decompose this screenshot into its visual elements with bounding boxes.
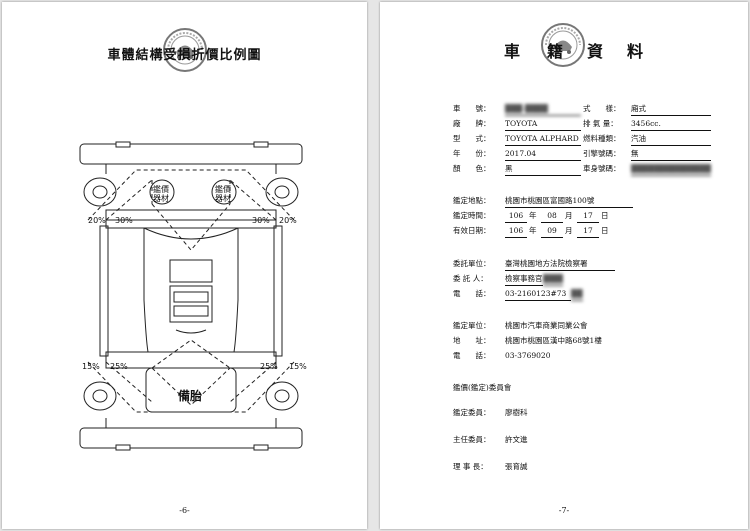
- client-phone-label: 電 話：: [453, 289, 491, 298]
- style-value: 廂式: [631, 103, 711, 116]
- right-document-page: 車 籍 資 料 車 號： ███-████ 式 樣： 廂式 廠 牌： TOYOT…: [380, 2, 748, 529]
- valid-month-unit: 月: [565, 226, 573, 235]
- page-number: -6-: [179, 506, 190, 515]
- title-char-3: 資: [587, 42, 604, 61]
- appraiser-phone-value: 03-3769020: [505, 351, 551, 360]
- director-value: 張育誠: [505, 462, 528, 471]
- client-phone-value: 03-2160123#73: [505, 288, 571, 301]
- title-char-1: 車: [504, 42, 521, 61]
- time-year: 106: [505, 210, 527, 223]
- page-title: 車體結構受損折價比例圖: [107, 48, 262, 63]
- chair-label: 主任委員：: [453, 435, 491, 444]
- valid-day-unit: 日: [601, 226, 609, 235]
- displacement-label: 排 氣 量：: [583, 119, 618, 128]
- association-seal-icon: [163, 28, 207, 72]
- client-unit-label: 委託單位：: [453, 259, 491, 268]
- front-right-outer-percent: 20%: [279, 216, 297, 225]
- brand-label: 廠 牌：: [453, 119, 491, 128]
- displacement-value: 3456cc.: [631, 118, 711, 131]
- valid-year: 106: [505, 225, 527, 238]
- color-value: 黑: [505, 163, 581, 176]
- rear-right-inner-percent: 25%: [260, 362, 278, 371]
- association-seal-icon: [541, 23, 585, 67]
- car-body-diagram: [79, 141, 303, 451]
- valid-day: 17: [577, 225, 599, 238]
- client-phone-redacted: ██: [571, 288, 583, 301]
- front-left-inner-percent: 30%: [115, 216, 133, 225]
- engine-label: 引擎號碼：: [583, 149, 621, 158]
- member-value: 廖樹科: [505, 408, 528, 417]
- time-year-unit: 年: [529, 211, 537, 220]
- model-value: TOYOTA ALPHARD: [505, 133, 581, 146]
- rear-right-outer-percent: 15%: [289, 362, 307, 371]
- time-month: 08: [541, 210, 563, 223]
- color-label: 顏 色：: [453, 164, 491, 173]
- tire-badge-label-right: 鑑價 器材: [215, 185, 231, 203]
- left-document-page: 車體結構受損折價比例圖: [2, 2, 367, 529]
- place-label: 鑑定地點：: [453, 196, 491, 205]
- year-label: 年 份：: [453, 149, 491, 158]
- client-person-label: 委 託 人：: [453, 274, 488, 283]
- front-left-outer-percent: 20%: [88, 216, 106, 225]
- plate-value: ███-████: [505, 103, 581, 116]
- vin-label: 車身號碼：: [583, 164, 621, 173]
- page-number: -7-: [558, 506, 570, 515]
- appraiser-address-label: 地 址：: [453, 336, 491, 345]
- chair-value: 許文進: [505, 435, 528, 444]
- client-person-value: 檢察事務官: [505, 273, 543, 286]
- appraiser-unit-label: 鑑定單位：: [453, 321, 491, 330]
- place-value: 桃園市桃園區富國路100號: [505, 195, 633, 208]
- title-char-4: 料: [627, 42, 644, 61]
- member-label: 鑑定委員：: [453, 408, 491, 417]
- plate-label: 車 號：: [453, 104, 491, 113]
- time-day: 17: [577, 210, 599, 223]
- front-right-inner-percent: 30%: [252, 216, 270, 225]
- tire-badge-label-left: 鑑價 器材: [153, 185, 169, 203]
- time-day-unit: 日: [601, 211, 609, 220]
- valid-month: 09: [541, 225, 563, 238]
- brand-value: TOYOTA: [505, 118, 581, 131]
- committee-header: 鑑價(鑑定)委員會: [453, 383, 512, 392]
- client-unit-value: 臺灣桃園地方法院檢察署: [505, 258, 615, 271]
- fuel-value: 汽油: [631, 133, 711, 146]
- year-value: 2017.04: [505, 148, 581, 161]
- appraiser-address-value: 桃園市桃園區漢中路68號1樓: [505, 336, 602, 345]
- engine-value: 無: [631, 148, 711, 161]
- valid-label: 有效日期：: [453, 226, 491, 235]
- director-label: 理 事 長：: [453, 462, 488, 471]
- fuel-label: 燃料種類：: [583, 134, 621, 143]
- rear-left-outer-percent: 15%: [82, 362, 100, 371]
- model-label: 型 式：: [453, 134, 491, 143]
- appraiser-phone-label: 電 話：: [453, 351, 491, 360]
- time-label: 鑑定時間：: [453, 211, 491, 220]
- vin-value: ███████████████: [631, 163, 711, 176]
- style-label: 式 樣：: [583, 104, 621, 113]
- valid-year-unit: 年: [529, 226, 537, 235]
- rear-left-inner-percent: 25%: [110, 362, 128, 371]
- time-month-unit: 月: [565, 211, 573, 220]
- appraiser-unit-value: 桃園市汽車商業同業公會: [505, 321, 588, 330]
- spare-tire-label: 備胎: [178, 389, 203, 403]
- client-person-redacted: ████: [543, 273, 563, 286]
- title-char-2: 籍: [547, 42, 564, 61]
